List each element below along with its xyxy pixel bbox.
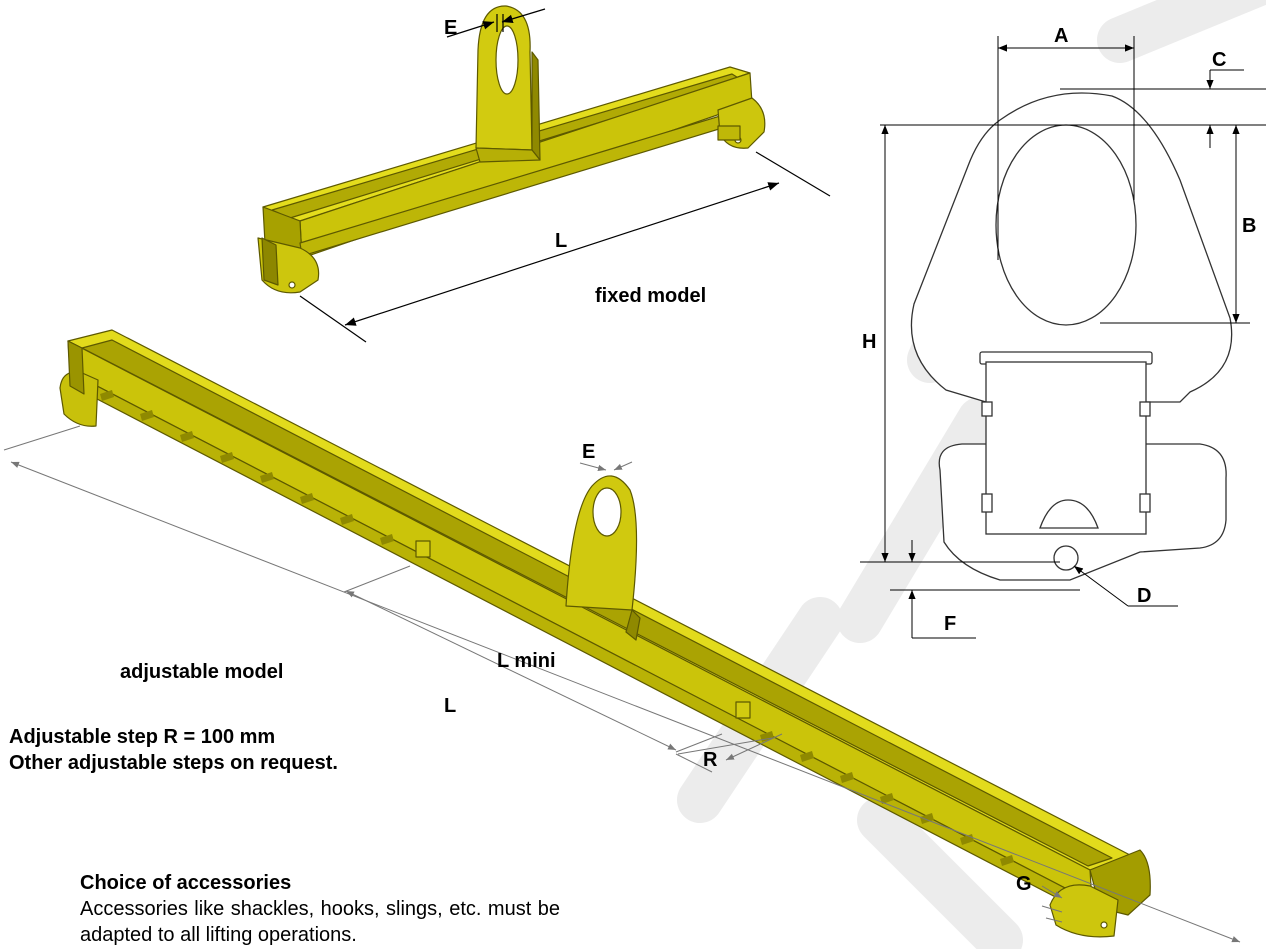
adjustable-dim-G: G: [1016, 873, 1032, 895]
fixed-model-caption: fixed model: [595, 285, 706, 307]
side-dim-D: D: [1137, 585, 1151, 607]
fixed-model-beam: [257, 5, 766, 294]
side-view-dimensions: [860, 36, 1266, 639]
fixed-dim-E: E: [444, 17, 457, 39]
accessories-text-2: adapted to all lifting operations.: [80, 924, 357, 946]
side-dim-A: A: [1054, 25, 1068, 47]
adjustable-model-caption: adjustable model: [120, 661, 283, 683]
adjustable-dim-R: R: [703, 749, 718, 771]
adjustable-step-note: Adjustable step R = 100 mm Other adjusta…: [9, 724, 338, 776]
accessories-text: Accessories like shackles, hooks, slings…: [80, 898, 560, 920]
fixed-dim-L: L: [555, 230, 567, 252]
side-dim-H: H: [862, 331, 876, 353]
adjustable-dim-E: E: [582, 441, 595, 463]
side-dim-C: C: [1212, 49, 1226, 71]
fixed-model-dimensions: [299, 8, 831, 343]
adjustable-dim-L: L: [444, 695, 456, 717]
adjustable-model-dimensions: [3, 425, 1241, 943]
accessories-section: Choice of accessories Accessories like s…: [80, 870, 560, 948]
side-view-outline: [910, 92, 1233, 581]
accessories-title: Choice of accessories: [80, 872, 292, 894]
step-note-line-2: Other adjustable steps on request.: [9, 752, 338, 774]
adjustable-dim-L-mini: L mini: [497, 650, 556, 672]
step-note-line-1: Adjustable step R = 100 mm: [9, 726, 276, 748]
side-dim-B: B: [1242, 215, 1256, 237]
side-dim-F: F: [944, 613, 956, 635]
